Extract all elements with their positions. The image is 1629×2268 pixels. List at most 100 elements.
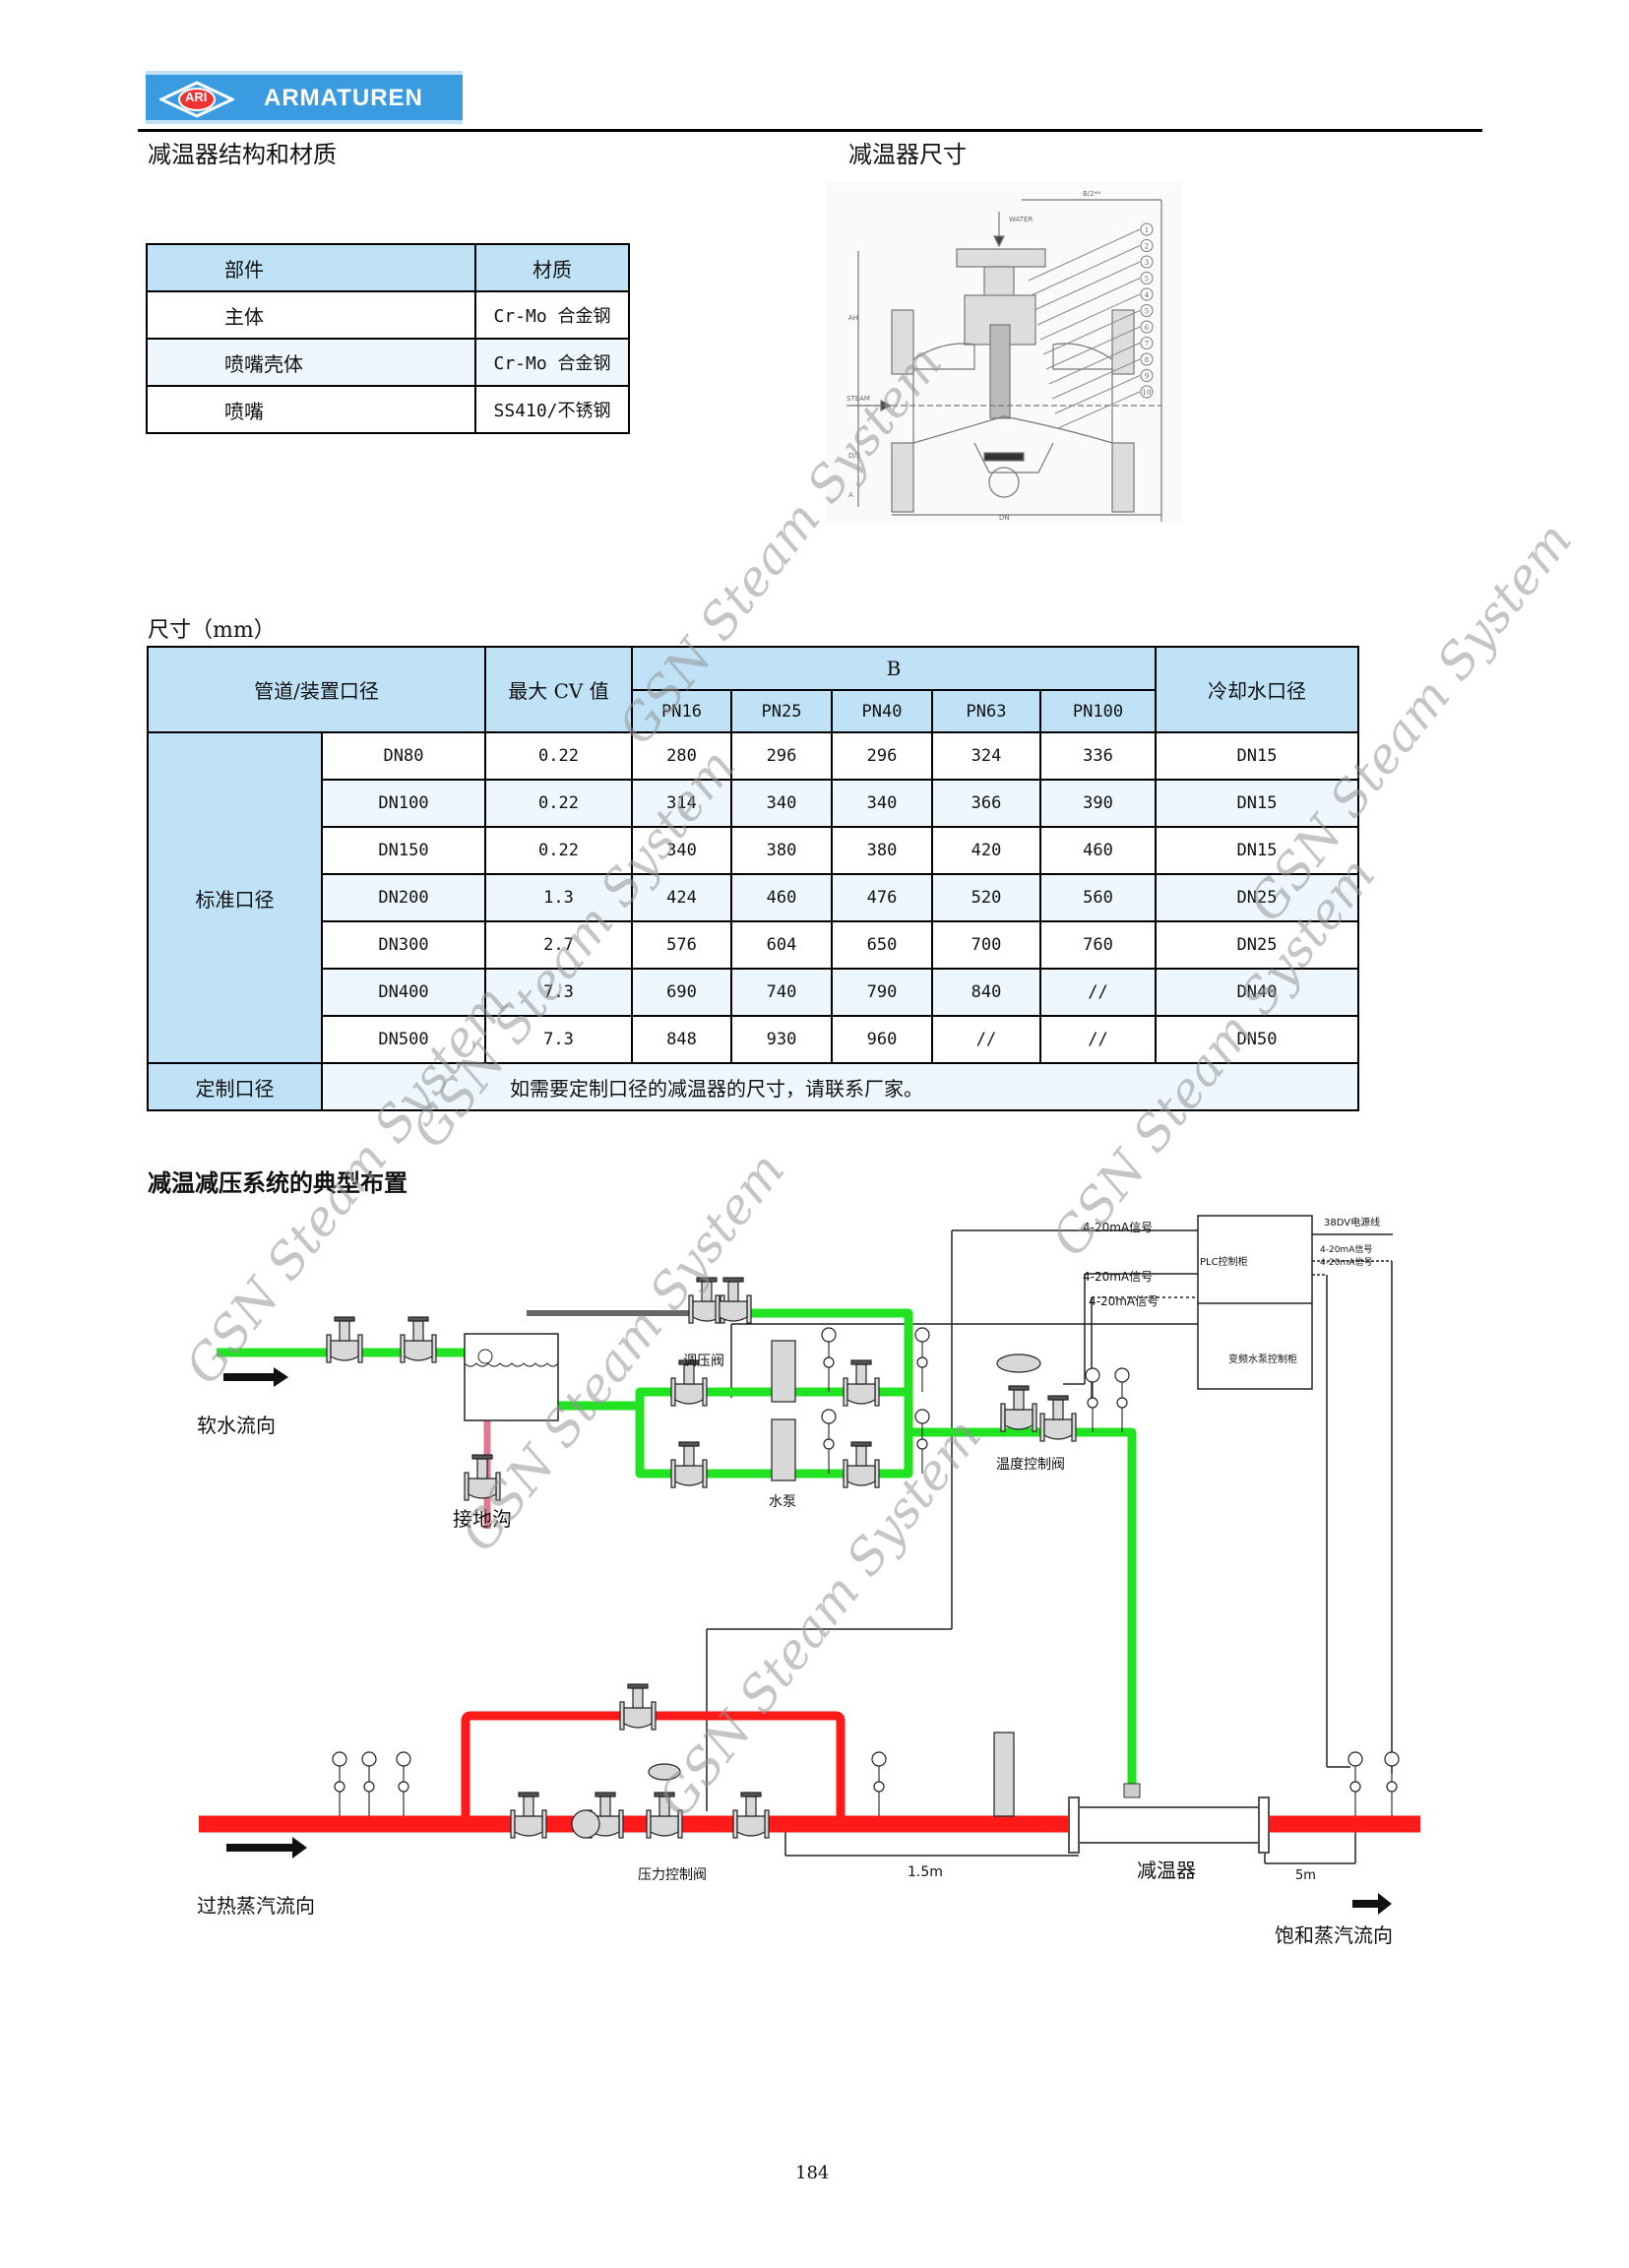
water-tank: [464, 1333, 559, 1421]
b-cell: 340: [631, 826, 732, 875]
material-cell: Cr-Mo 合金钢: [474, 290, 630, 340]
pump-icon: [771, 1340, 796, 1403]
actuator-icon: [648, 1763, 681, 1781]
check-valve-icon: [843, 1359, 880, 1407]
desuperheater-label: 减温器: [1137, 1858, 1196, 1882]
cooling-cell: DN15: [1155, 731, 1359, 781]
callout-circle: [1140, 385, 1154, 399]
globe-valve-icon: [715, 1277, 752, 1324]
header-part: 部件: [146, 243, 476, 292]
header-b: B: [631, 646, 1157, 691]
callout-number: 5: [1145, 308, 1149, 316]
plc-cabinet-label: PLC控制柜: [1200, 1257, 1248, 1268]
cv-cell: 1.3: [484, 873, 633, 922]
signal-label: 4-20mA信号: [1320, 1258, 1373, 1268]
flow-arrows: [223, 1367, 1392, 1915]
b-cell: 366: [931, 779, 1041, 828]
b-cell: 476: [831, 873, 933, 922]
cooling-cell: DN25: [1155, 920, 1359, 970]
instrument-icon: [1347, 1751, 1363, 1816]
orifice-flange-icon: [571, 1809, 600, 1839]
cv-cell: 7.3: [484, 1015, 633, 1064]
ah-label: AH: [848, 314, 858, 322]
valve-icon: [510, 1792, 547, 1839]
dn-cell: DN150: [321, 826, 486, 875]
header-size: 管道/装置口径: [147, 646, 486, 733]
pn-header: PN25: [730, 689, 833, 733]
desuperheater-section-drawing: WATER B/2** STEAM DN AH D/2 A 1235456789…: [827, 182, 1181, 522]
callout-number: 3: [1145, 259, 1149, 267]
pressure-control-valve-label: 压力控制阀: [638, 1867, 707, 1883]
custom-note: 如需要定制口径的减温器的尺寸，请联系厂家。: [321, 1062, 1359, 1111]
valve-icons: [326, 1277, 1400, 1839]
company-logo: ARI ARMATUREN: [146, 71, 463, 124]
group-label: 标准口径: [147, 731, 323, 1064]
pn-header: PN16: [631, 689, 732, 733]
b-cell: 700: [931, 920, 1041, 970]
header-material: 材质: [474, 243, 630, 292]
callout-number: 5: [1145, 276, 1149, 284]
dimensions-drawing-title: 减温器尺寸: [848, 141, 967, 168]
callout-circle: [1140, 320, 1154, 334]
callout-circle: [1140, 369, 1154, 382]
dn-cell: DN300: [321, 920, 486, 970]
cv-cell: 0.22: [484, 731, 633, 781]
a-label: A: [848, 491, 853, 499]
cv-cell: 0.22: [484, 826, 633, 875]
b-cell: //: [931, 1015, 1041, 1064]
cooling-cell: DN15: [1155, 779, 1359, 828]
instrument-icon: [1114, 1367, 1130, 1432]
b-cell: 930: [730, 1015, 833, 1064]
globe-valve-icon: [326, 1316, 363, 1363]
b-cell: 460: [730, 873, 833, 922]
soft-water-flow-label: 软水流向: [197, 1414, 276, 1437]
logo-text: ARMATUREN: [264, 85, 423, 111]
b-cell: 296: [831, 731, 933, 781]
b-cell: 380: [831, 826, 933, 875]
instrument-icon: [821, 1327, 837, 1392]
b-cell: 340: [831, 779, 933, 828]
cooling-cell: DN15: [1155, 826, 1359, 875]
actuator-icon: [996, 1354, 1041, 1373]
cooling-cell: DN25: [1155, 873, 1359, 922]
b-cell: 760: [1039, 920, 1157, 970]
b-cell: 340: [730, 779, 833, 828]
pump-label: 水泵: [769, 1494, 796, 1510]
distance-label: 1.5m: [908, 1864, 943, 1880]
desuperheater-body: [1068, 1783, 1270, 1854]
cooling-cell: DN40: [1155, 968, 1359, 1017]
signal-label: 4-20mA信号: [1083, 1270, 1154, 1284]
b-cell: 324: [931, 731, 1041, 781]
b-cell: 576: [631, 920, 732, 970]
instrument-icon: [1085, 1367, 1100, 1432]
dn-cell: DN100: [321, 779, 486, 828]
instrument-icon: [396, 1751, 411, 1816]
header-rule: [138, 129, 1482, 132]
callout-number: 4: [1145, 291, 1150, 299]
b-cell: 848: [631, 1015, 732, 1064]
instrument-icon: [332, 1751, 347, 1816]
instrument-icon: [821, 1409, 837, 1474]
header-cooling-water: 冷却水口径: [1155, 646, 1359, 733]
dimensions-table-title: 尺寸（mm）: [148, 618, 276, 643]
pn-header: PN63: [931, 689, 1041, 733]
dn-cell: DN200: [321, 873, 486, 922]
b-cell: 424: [631, 873, 732, 922]
material-cell: SS410/不锈钢: [474, 385, 630, 434]
distance-label: 5m: [1295, 1868, 1316, 1883]
callout-number: 2: [1145, 243, 1149, 251]
b2-label: B/2**: [1083, 190, 1101, 198]
callout-circle: [1140, 304, 1154, 317]
check-valve-icon: [670, 1359, 708, 1407]
b-cell: 380: [730, 826, 833, 875]
signal-label: 4-20mA信号: [1089, 1294, 1159, 1308]
callout-circle: [1140, 287, 1154, 301]
b-cell: 790: [831, 968, 933, 1017]
